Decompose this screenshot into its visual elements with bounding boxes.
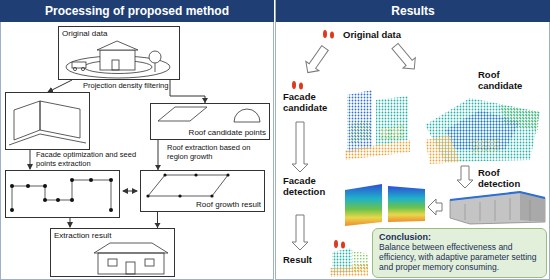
roof-growth-sketch xyxy=(146,173,229,197)
node-title: Extraction result xyxy=(54,231,111,240)
sketch-box: Roof growth result xyxy=(140,170,265,212)
sketch-box xyxy=(6,171,120,218)
roof-sketch xyxy=(158,107,260,122)
header-band: Results xyxy=(276,0,550,22)
facade-sketch xyxy=(9,101,86,145)
conclusion-box: Conclusion:Balance between effectiveness… xyxy=(372,228,547,278)
node-body: Balance between effectiveness and effici… xyxy=(379,242,540,273)
step-label: Facade optimization and seed points extr… xyxy=(36,151,146,168)
point-cloud xyxy=(330,248,368,277)
node-title: Results xyxy=(391,4,434,18)
point-cloud xyxy=(425,98,540,164)
result-label: Roof detection xyxy=(478,168,540,190)
seed-point-sketch xyxy=(10,178,113,212)
panel-frame xyxy=(276,1,550,280)
node-title: Conclusion: xyxy=(379,232,431,242)
result-label: Original data xyxy=(343,30,401,41)
flow-connector xyxy=(170,80,208,103)
house-sketch xyxy=(94,243,168,274)
sketch-box: Extraction result xyxy=(50,228,175,277)
node-title: Original data xyxy=(62,29,107,38)
connector-line xyxy=(170,80,205,103)
result-label: Facade detection xyxy=(283,176,343,198)
sketch-box: Roof candidate points xyxy=(150,103,270,140)
block-arrow xyxy=(292,41,473,250)
exchange-arrow xyxy=(123,191,137,192)
edge-label: Roof extraction based on region growth xyxy=(166,144,270,161)
header-band: Processing of proposed method xyxy=(0,0,274,22)
building-model xyxy=(450,192,545,224)
node-title: Roof candidate points xyxy=(189,128,266,137)
flow-arrow xyxy=(48,80,72,92)
result-label: Facade candidate xyxy=(283,92,343,114)
panel-frame xyxy=(1,1,274,280)
point-cloud xyxy=(345,90,410,160)
flow-connector xyxy=(155,140,161,170)
node-title: Roof growth result xyxy=(196,200,261,209)
sketch-box xyxy=(6,93,90,150)
result-label: Roof candidate xyxy=(478,70,540,92)
result-label: Result xyxy=(283,255,312,266)
flow-arrow xyxy=(30,150,31,169)
node-title: Processing of proposed method xyxy=(45,4,229,18)
flow-connector xyxy=(155,212,161,228)
scene-sketch xyxy=(66,41,170,78)
edge-label: Projection density filtering xyxy=(82,82,169,91)
sketch-box: Original data xyxy=(58,26,180,80)
flow-arrow xyxy=(70,218,71,227)
facade-model xyxy=(345,184,425,226)
